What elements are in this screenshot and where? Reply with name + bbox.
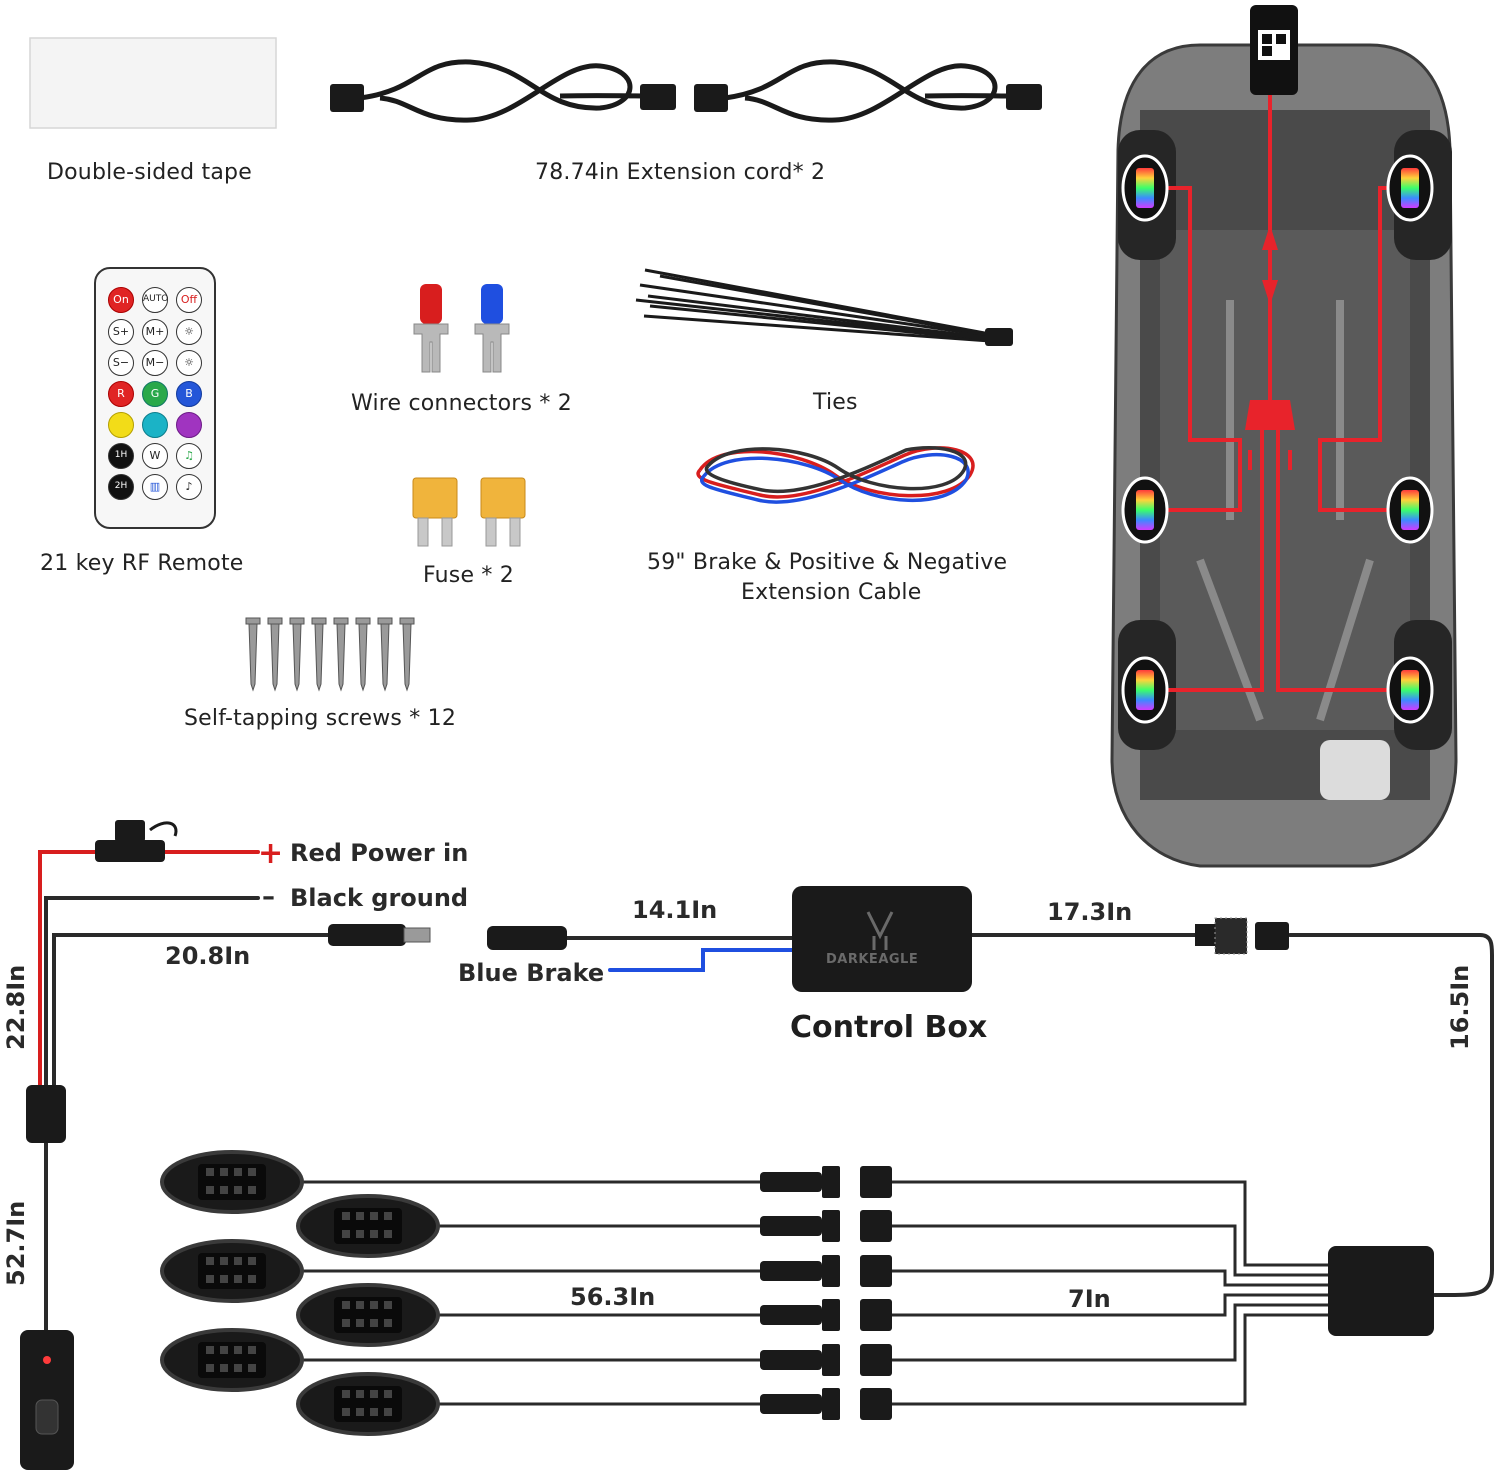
length-7-label: 7In — [1068, 1285, 1111, 1313]
output-connectors — [1195, 917, 1289, 955]
pod-connector-pairs — [760, 1166, 892, 1420]
remote-key-off: Off — [176, 287, 202, 313]
remote-key-music-icon: ♫ — [176, 443, 202, 469]
remote-key-bright-down-icon: ☼ — [176, 350, 202, 376]
length-17-3-label: 17.3In — [1047, 898, 1133, 926]
red-power-label: Red Power in — [290, 839, 469, 867]
length-16-5-label: 16.5In — [1446, 964, 1474, 1050]
double-sided-tape-image — [29, 37, 277, 129]
remote-key-mode-down: M− — [142, 350, 168, 376]
remote-key-1h: 1H — [108, 443, 134, 469]
rocker-switch — [20, 1330, 74, 1470]
brake-cable-label-line2: Extension Cable — [741, 580, 922, 605]
car-pod-mid-right — [1386, 476, 1434, 544]
splitter-hub — [1328, 1246, 1434, 1336]
inline-fuse-holder — [95, 820, 178, 862]
blue-brake-label: Blue Brake — [458, 959, 605, 987]
car-pod-rear-right — [1386, 656, 1434, 724]
remote-key-on: On — [108, 287, 134, 313]
brake-cable-label-line1: 59" Brake & Positive & Negative — [647, 550, 1008, 575]
brake-cable-coil-image — [696, 446, 975, 504]
wire-connector-red — [413, 284, 449, 373]
remote-key-auto: AUTO — [142, 287, 168, 313]
remote-label: 21 key RF Remote — [40, 551, 244, 576]
remote-key-yellow — [108, 412, 134, 438]
length-20-8-label: 20.8In — [165, 942, 251, 970]
fuse-label: Fuse * 2 — [423, 563, 514, 588]
length-22-8-label: 22.8In — [2, 964, 30, 1050]
remote-key-red: R — [108, 381, 134, 407]
pod-4 — [296, 1283, 440, 1347]
black-ground-label: Black ground — [290, 884, 469, 912]
wire-junction — [26, 1085, 66, 1143]
remote-key-purple — [176, 412, 202, 438]
length-56-3-label: 56.3In — [570, 1283, 656, 1311]
length-52-7-label: 52.7In — [2, 1200, 30, 1286]
tape-label: Double-sided tape — [47, 160, 252, 185]
wiring-lines — [38, 850, 1494, 1406]
rf-remote-image: On AUTO Off S+ M+ ☼ S− M− ☼ R G B 1H W ♫… — [94, 267, 216, 529]
black-minus-sign: – — [262, 882, 275, 912]
car-pod-mid-left — [1121, 476, 1169, 544]
wire-connector-blue — [474, 284, 510, 373]
length-14-1-label: 14.1In — [632, 896, 718, 924]
control-box-label: Control Box — [790, 1010, 988, 1045]
car-underside-image — [1110, 5, 1458, 868]
rock-light-pods — [160, 1150, 440, 1436]
barrel-plug-female — [487, 926, 567, 950]
barrel-plug-male — [328, 924, 431, 946]
screws-label: Self-tapping screws * 12 — [184, 706, 457, 731]
pod-2 — [296, 1194, 440, 1258]
remote-key-green: G — [142, 381, 168, 407]
extension-cord-connectors — [330, 84, 1042, 112]
pod-6 — [296, 1372, 440, 1436]
cable-ties-image — [635, 268, 991, 343]
car-pod-front-right — [1386, 154, 1434, 222]
self-tapping-screws-image — [245, 617, 415, 692]
car-arrow-down — [1262, 280, 1278, 305]
car-pod-lights — [1121, 154, 1434, 724]
remote-key-bright-up-icon: ☼ — [176, 319, 202, 345]
remote-key-equalizer-icon: ▥ — [142, 474, 168, 500]
remote-key-note-icon: ♪ — [176, 474, 202, 500]
remote-key-white: W — [142, 443, 168, 469]
fuse-image-2 — [480, 477, 526, 547]
fuse-image-1 — [412, 477, 458, 547]
remote-key-mode-up: M+ — [142, 319, 168, 345]
car-arrow-up — [1262, 225, 1278, 250]
remote-key-blue: B — [176, 381, 202, 407]
car-control-box-marker — [1245, 400, 1295, 430]
remote-key-speed-down: S− — [108, 350, 134, 376]
ties-label: Ties — [813, 390, 858, 415]
extension-cord-label: 78.74in Extension cord* 2 — [535, 160, 826, 185]
remote-key-speed-up: S+ — [108, 319, 134, 345]
remote-key-cyan — [142, 412, 168, 438]
cable-ties-connector — [985, 328, 1013, 346]
control-box-device — [792, 886, 972, 992]
wire-connectors-label: Wire connectors * 2 — [351, 391, 572, 416]
pod-1 — [160, 1150, 304, 1214]
pod-5 — [160, 1328, 304, 1392]
extension-cord-image — [359, 59, 1016, 123]
car-pod-front-left — [1121, 154, 1169, 222]
pod-3 — [160, 1239, 304, 1303]
car-pod-rear-left — [1121, 656, 1169, 724]
remote-key-2h: 2H — [108, 474, 134, 500]
red-plus-sign: + — [258, 836, 284, 871]
control-box-brand: DARKEAGLE — [826, 952, 919, 967]
